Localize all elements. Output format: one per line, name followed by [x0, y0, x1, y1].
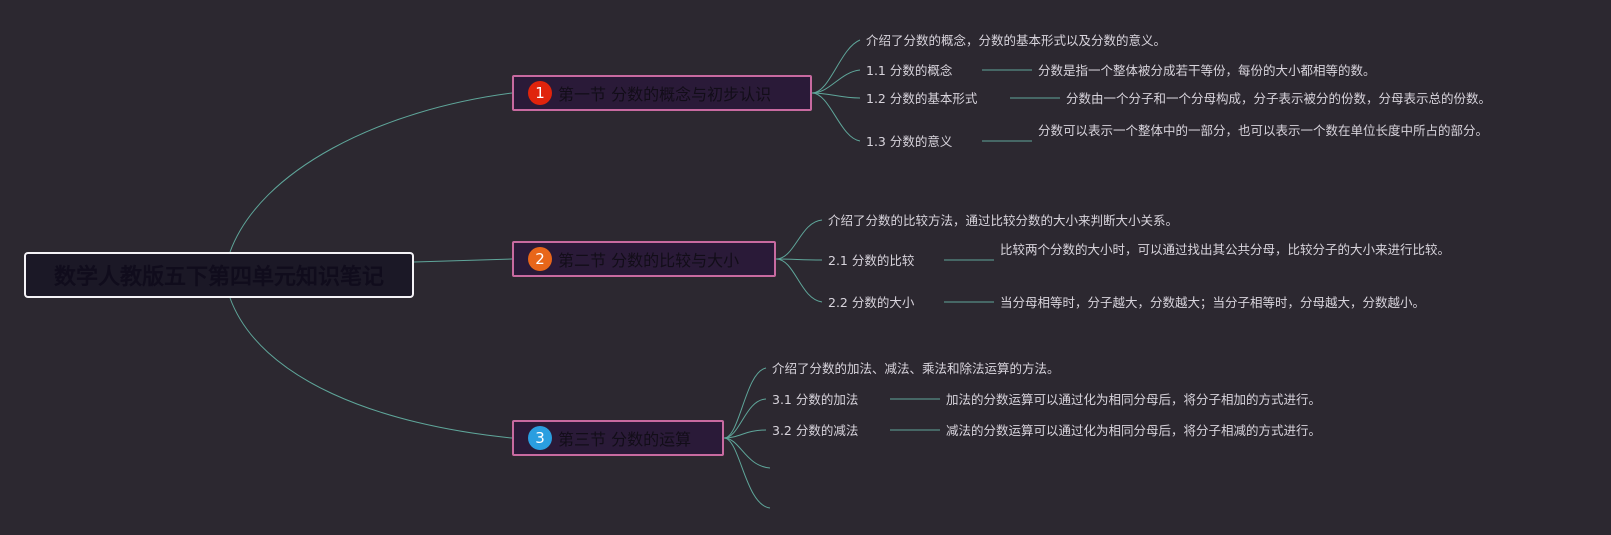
number-badge-icon: 3 [528, 426, 552, 450]
topic-label[interactable]: 1.2 分数的基本形式 [866, 91, 978, 106]
section-title: 第二节 分数的比较与大小 [558, 251, 740, 270]
section-node-2[interactable]: 2 第二节 分数的比较与大小 [512, 241, 776, 277]
edge-root-sec3 [229, 297, 513, 439]
section-node-3[interactable]: 3 第三节 分数的运算 [512, 420, 724, 456]
topic-detail: 分数是指一个整体被分成若干等份，每份的大小都相等的数。 [1038, 63, 1376, 78]
edge-s2-item1 [775, 258, 823, 261]
topic-label[interactable]: 2.2 分数的大小 [828, 295, 915, 310]
topic-label[interactable]: 3.2 分数的减法 [772, 423, 859, 438]
topic-detail: 当分母相等时，分子越大，分数越大；当分子相等时，分母越大，分数越小。 [1000, 295, 1426, 310]
topic-detail: 分数由一个分子和一个分母构成，分子表示被分的份数，分母表示总的份数。 [1066, 91, 1492, 106]
number-badge-icon: 2 [528, 247, 552, 271]
topic-label[interactable]: 2.1 分数的比较 [828, 253, 915, 268]
root-title: 数学人教版五下第四单元知识笔记 [53, 265, 384, 290]
edge-s3-summary [723, 367, 767, 439]
topic-detail: 比较两个分数的大小时，可以通过找出其公共分母，比较分子的大小来进行比较。 [1000, 242, 1451, 257]
topic-label[interactable]: 1.3 分数的意义 [866, 134, 953, 149]
edge-s3-item2 [723, 429, 767, 439]
section-summary: 介绍了分数的概念，分数的基本形式以及分数的意义。 [866, 33, 1167, 48]
edge-root-sec2 [413, 258, 513, 263]
edge-s3-item1 [723, 398, 767, 439]
edge-s1-item3 [811, 92, 861, 142]
edge-s3-empty2 [723, 437, 771, 509]
section-title: 第三节 分数的运算 [558, 430, 692, 449]
edge-s2-summary [775, 219, 823, 260]
section-title: 第一节 分数的概念与初步认识 [558, 85, 772, 104]
section-node-1[interactable]: 1 第一节 分数的概念与初步认识 [512, 75, 812, 111]
topic-detail: 加法的分数运算可以通过化为相同分母后，将分子相加的方式进行。 [946, 392, 1322, 407]
edge-s3-empty1 [723, 437, 771, 469]
topic-detail: 分数可以表示一个整体中的一部分，也可以表示一个数在单位长度中所占的部分。 [1038, 123, 1489, 138]
topic-detail: 减法的分数运算可以通过化为相同分母后，将分子相减的方式进行。 [946, 423, 1322, 438]
topic-label[interactable]: 1.1 分数的概念 [866, 63, 953, 78]
edge-s1-summary [811, 39, 861, 94]
edge-s1-item1 [811, 69, 861, 94]
topic-label[interactable]: 3.1 分数的加法 [772, 392, 859, 407]
edge-root-sec1 [229, 92, 513, 253]
section-summary: 介绍了分数的加法、减法、乘法和除法运算的方法。 [772, 361, 1060, 376]
edge-s2-item2 [775, 258, 823, 303]
root-node[interactable]: 数学人教版五下第四单元知识笔记 [24, 252, 414, 298]
edge-s1-item2 [811, 92, 861, 99]
number-badge-icon: 1 [528, 81, 552, 105]
section-summary: 介绍了分数的比较方法，通过比较分数的大小来判断大小关系。 [828, 213, 1179, 228]
